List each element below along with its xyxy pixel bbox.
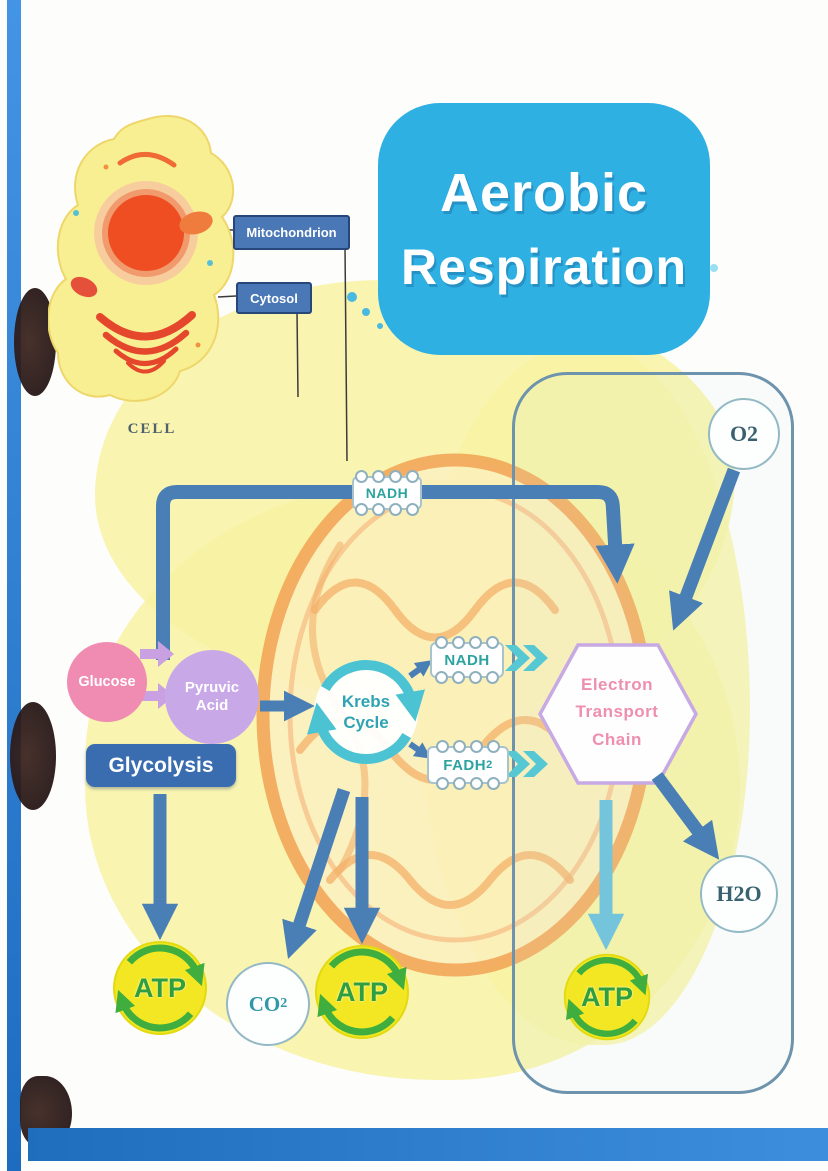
glucose-node: Glucose <box>67 642 147 722</box>
nadh-shuttle-text: NADH <box>365 485 409 501</box>
callout-line-mitochondrion-down <box>344 246 348 462</box>
cytosol-label: Cytosol <box>236 282 312 314</box>
coil-decoration <box>354 503 420 516</box>
glycolysis-banner-text: Glycolysis <box>108 753 214 777</box>
mitochondrion-label: Mitochondrion <box>233 215 350 250</box>
endoplasmic-reticulum <box>96 311 196 374</box>
arrow-etc-to-h2o <box>651 772 720 860</box>
h2o-text: H2O <box>716 881 762 906</box>
h2o-node: H2O <box>700 855 778 933</box>
arrow-krebs-to-fadh2 <box>408 741 432 759</box>
glycolysis-banner: Glycolysis <box>86 744 236 787</box>
fadh2-text: FADH <box>443 756 487 774</box>
etc-text-line2: Transport <box>575 702 659 722</box>
atp-node-glycolysis: ATP <box>110 938 210 1038</box>
organelle <box>70 276 98 298</box>
coil-decoration <box>354 470 420 483</box>
co2-subscript: 2 <box>280 996 288 1011</box>
title-block: Aerobic Respiration <box>378 103 710 355</box>
arrow-o2-to-etc <box>669 467 741 631</box>
arrow-krebs-to-nadh <box>408 660 433 679</box>
cytosol-label-text: Cytosol <box>250 290 298 306</box>
atp-text: ATP <box>581 981 633 1012</box>
arrow-glucose-to-pyruvic <box>140 641 174 667</box>
nadh-shuttle-badge: NADH <box>352 470 422 516</box>
atp-node-etc: ATP <box>561 951 653 1043</box>
krebs-cycle-arrows <box>307 659 425 765</box>
nadh-text: NADH <box>444 651 490 669</box>
title-line1: Aerobic <box>439 163 649 223</box>
etc-hexagon <box>538 643 698 785</box>
atp-node-krebs: ATP <box>312 942 412 1042</box>
chevrons-nadh-to-etc <box>505 645 548 671</box>
organelle-squiggle <box>117 152 177 168</box>
krebs-text-line1: Krebs <box>341 691 391 711</box>
coil-decoration <box>432 636 502 649</box>
krebs-cycle-node: Krebs Cycle <box>306 652 426 772</box>
fadh2-subscript: 2 <box>486 759 493 771</box>
pyruvic-text-line2: Acid <box>195 697 229 714</box>
co2-text: CO <box>248 991 281 1016</box>
etc-text-line3: Chain <box>592 729 642 749</box>
coil-decoration <box>429 740 507 753</box>
finger-shadow <box>10 702 56 810</box>
title-line2: Respiration <box>400 239 688 295</box>
nadh-badge: NADH <box>430 636 504 684</box>
cell-dots <box>73 164 213 348</box>
nucleus <box>108 195 184 271</box>
o2-node: O2 <box>708 398 780 470</box>
atp-recycle-icon <box>563 953 651 1041</box>
atp-recycle-icon <box>315 945 409 1039</box>
o2-text: O2 <box>729 421 759 446</box>
pyruvic-text-line1: Pyruvic <box>184 679 240 696</box>
atp-text: ATP <box>134 972 186 1003</box>
callout-line-cytosol-down <box>296 310 299 398</box>
coil-decoration <box>429 777 507 790</box>
mitochondrion-organelle <box>179 211 213 235</box>
mitochondrion-label-text: Mitochondrion <box>246 225 337 240</box>
chevrons-fadh2-to-etc <box>505 751 548 777</box>
electron-transport-chain-node: Electron Transport Chain <box>552 656 682 768</box>
pyruvic-acid-node: Pyruvic Acid <box>165 650 259 744</box>
bottom-frame-bar <box>28 1128 828 1161</box>
atp-recycle-icon <box>113 941 207 1035</box>
etc-text-line1: Electron <box>580 675 654 695</box>
krebs-text-line2: Cycle <box>343 713 389 732</box>
callout-line-cytosol <box>217 295 237 298</box>
cell-caption: CELL <box>127 421 177 437</box>
left-frame-stripe <box>7 0 21 1171</box>
coil-decoration <box>432 671 502 684</box>
arrow-krebs-to-co2 <box>282 787 351 959</box>
atp-text: ATP <box>336 976 388 1007</box>
arrow-nadh-shuttle <box>156 485 635 660</box>
glucose-text: Glucose <box>78 674 136 690</box>
cell-illustration <box>48 115 235 402</box>
